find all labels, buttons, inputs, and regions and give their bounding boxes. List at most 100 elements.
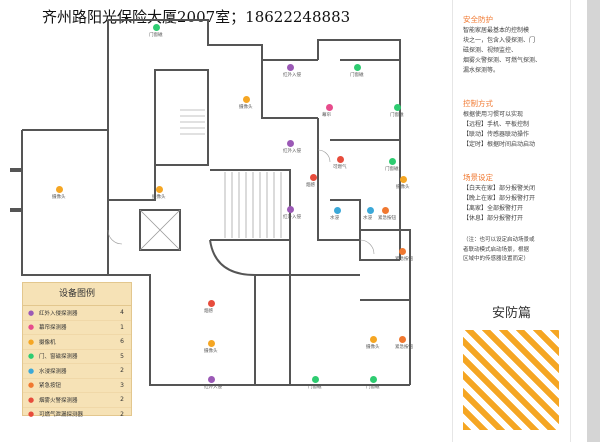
legend-row: ● 摄像机 6 [23,335,131,350]
camera-marker[interactable] [156,186,163,193]
marker-label: 摄像头 [366,345,380,350]
marker-label: 红外入侵 [283,149,301,154]
water-marker[interactable] [367,207,374,214]
smoke-marker[interactable] [310,174,317,181]
legend-item-count: 2 [120,396,124,404]
marker-label: 摄像头 [152,195,166,200]
infrared-sensor-icon: ● [27,308,35,317]
note-line: （注：也可以设定启动场景或 [463,237,535,243]
security-line: 块之一，包含入侵探测、门 [463,37,536,44]
control-line: 根据使用习惯可以实现 [463,111,524,118]
legend-row: ● 紧急按钮 3 [23,379,131,393]
security-line: 烟雾火警探测、可燃气探测、 [463,57,542,64]
curtain-marker[interactable] [326,104,333,111]
scene-line: 【晚上在家】部分报警打开 [463,195,536,202]
camera-marker[interactable] [56,186,63,193]
marker-label: 门窗磁 [385,167,399,172]
page-name: 安防篇 [491,306,531,321]
infrared-marker[interactable] [287,140,294,147]
emergency-marker[interactable] [399,336,406,343]
legend-item-count: 2 [120,367,124,375]
door-magnet-marker[interactable] [370,376,377,383]
floor-plan [10,19,411,386]
emergency-marker[interactable] [399,248,406,255]
camera-marker[interactable] [208,340,215,347]
note-line: 区域中的传感器设置而定） [463,256,530,262]
legend-item-count: 3 [120,381,124,389]
marker-label: 烟感 [306,183,315,188]
marker-label: 紧急按钮 [378,216,396,221]
marker-label: 紧急按钮 [395,345,413,350]
legend-item-count: 6 [120,338,124,346]
hatch-decoration [463,330,559,430]
legend-row: ● 烟雾火警探测器 2 [23,393,131,408]
marker-label: 门窗磁 [366,385,380,390]
marker-label: 门窗磁 [308,385,322,390]
note-line: 者联动模式启动场景，根据 [463,246,530,253]
security-title: 安全防护 [463,15,493,24]
control-line: 【远程】手机、平板控制 [463,121,530,128]
edge-stripe [587,0,600,442]
marker-label: 水浸 [330,216,339,221]
control-title: 控制方式 [463,99,493,108]
smoke-marker[interactable] [208,300,215,307]
legend-item-name: 门、窗磁探测器 [39,354,78,361]
infrared-marker[interactable] [208,376,215,383]
legend-title: 设备图例 [23,283,131,306]
marker-label: 摄像头 [396,185,410,190]
marker-label: 水浸 [363,216,372,221]
infrared-marker[interactable] [287,64,294,71]
legend-item-name: 摄像机 [39,339,56,346]
note-text: （注：也可以设定启动场景或 者联动模式启动场景，根据 区域中的传感器设置而定） [463,236,567,265]
emergency-button-icon: ● [27,381,35,390]
camera-marker[interactable] [400,176,407,183]
marker-label: 门窗磁 [149,33,163,38]
door-magnet-marker[interactable] [354,64,361,71]
marker-label: 红外入侵 [204,385,222,390]
legend-item-name: 紧急按钮 [39,383,62,390]
scene-line: 【白天在家】部分报警关闭 [463,185,536,192]
marker-label: 红外入侵 [283,215,301,220]
legend-item-name: 红外入侵探测器 [39,310,78,317]
marker-label: 门窗磁 [390,113,404,118]
scene-line: 【休息】部分报警打开 [463,215,524,222]
door-magnet-marker[interactable] [394,104,401,111]
device-legend: 设备图例 ● 红外入侵探测器 4 ● 幕帘探测器 1 ● 摄像机 6 ● 门、窗… [22,282,132,419]
gas-sensor-icon: ● [27,410,35,419]
scene-title: 场景设定 [463,173,493,182]
info-panel: 安全防护 智能家居最基本的控制模 块之一，包含入侵探测、门 磁探测、视频监控、 … [452,0,571,442]
legend-item-name: 幕帘探测器 [39,325,67,332]
marker-label: 摄像头 [239,105,253,110]
control-line: 【联动】传感器联动操作 [463,131,530,138]
scene-text: 【白天在家】部分报警关闭 【晚上在家】部分报警打开 【离家】全部报警打开 【休息… [463,184,567,224]
camera-marker[interactable] [370,336,377,343]
infrared-marker[interactable] [287,206,294,213]
marker-label: 摄像头 [52,195,66,200]
security-line: 磁探测、视频监控、 [463,47,518,54]
door-magnet-marker[interactable] [153,24,160,31]
legend-item-count: 5 [120,352,124,360]
scene-line: 【离家】全部报警打开 [463,205,524,212]
security-text: 智能家居最基本的控制模 块之一，包含入侵探测、门 磁探测、视频监控、 烟雾火警探… [463,26,567,76]
curtain-sensor-icon: ● [27,323,35,332]
legend-item-name: 水浸探测器 [39,368,67,375]
door-magnet-marker[interactable] [312,376,319,383]
camera-marker[interactable] [243,96,250,103]
water-marker[interactable] [334,207,341,214]
legend-item-name: 烟雾火警探测器 [39,397,78,404]
marker-label: 红外入侵 [283,73,301,78]
page-header: 齐州路阳光保险大厦2007室；18622248883 [42,8,351,26]
legend-row: ● 水浸探测器 2 [23,364,131,379]
marker-label: 可燃气 [333,165,347,170]
security-line: 智能家居最基本的控制模 [463,27,530,34]
marker-label: 烟感 [204,309,213,314]
legend-item-count: 1 [120,323,124,331]
marker-label: 幕帘 [322,113,331,118]
door-magnet-marker[interactable] [389,158,396,165]
gas-marker[interactable] [337,156,344,163]
legend-row: ● 门、窗磁探测器 5 [23,350,131,364]
legend-item-name: 可燃气泄漏探测器 [39,412,84,419]
legend-item-count: 2 [120,410,124,418]
marker-label: 摄像头 [204,349,218,354]
emergency-marker[interactable] [382,207,389,214]
